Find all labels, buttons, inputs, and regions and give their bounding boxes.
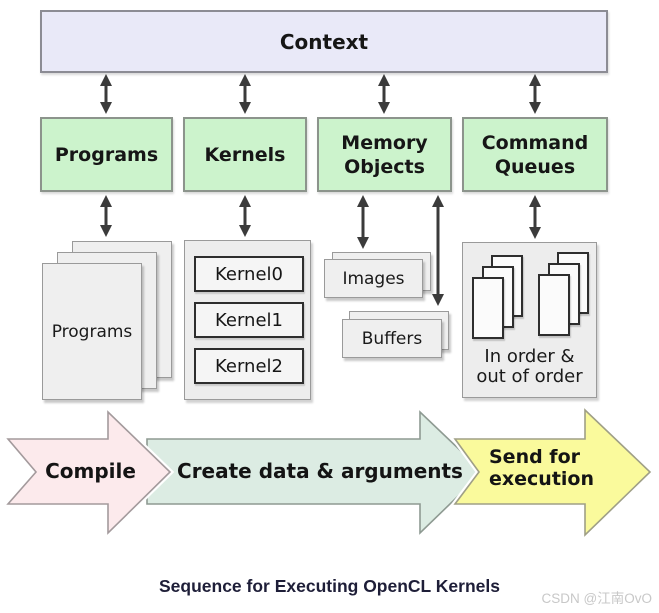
flow-label-create: Create data & arguments	[177, 459, 463, 483]
programs-stack-label: Programs	[51, 321, 133, 342]
diagram-caption: Sequence for Executing OpenCL Kernels	[158, 576, 500, 596]
entity-programs-label: Programs	[54, 143, 159, 166]
queue-card	[538, 274, 570, 336]
entity-memory-label: Memory Objects	[341, 131, 428, 178]
connector-context-kernels	[239, 74, 251, 114]
kernel1-item: Kernel1	[194, 302, 304, 338]
connector-programs-stack	[100, 195, 112, 237]
flow-label-compile: Compile	[45, 459, 136, 483]
watermark: CSDN @江南OvO	[541, 591, 652, 606]
entity-kernels-label: Kernels	[204, 143, 286, 166]
kernel2-label: Kernel2	[214, 355, 283, 377]
images-label: Images	[342, 268, 405, 289]
queue-order-line2: out of order	[476, 366, 583, 387]
entity-box-kernels: Kernels	[183, 117, 307, 192]
flow-label-send-line2: execution	[489, 468, 594, 490]
flow-label-send: Send for execution	[489, 446, 609, 490]
command-queues-panel: In order & out of order	[462, 242, 597, 398]
kernel1-label: Kernel1	[214, 309, 283, 331]
buffers-sheet-front: Buffers	[342, 319, 442, 358]
entity-command-label: Command Queues	[481, 131, 589, 178]
entity-box-memory-objects: Memory Objects	[317, 117, 452, 192]
context-label: Context	[279, 29, 369, 54]
entity-box-command-queues: Command Queues	[462, 117, 608, 192]
connector-kernels-list	[239, 195, 251, 237]
entity-box-programs: Programs	[40, 117, 173, 192]
connector-context-command	[529, 74, 541, 114]
images-sheet-front: Images	[324, 259, 423, 298]
buffers-label: Buffers	[361, 328, 423, 349]
connector-memory-images	[357, 195, 369, 249]
flow-label-send-line1: Send for	[489, 446, 581, 468]
kernel0-label: Kernel0	[214, 263, 283, 285]
kernel0-item: Kernel0	[194, 256, 304, 292]
programs-sheet-front: Programs	[42, 263, 142, 400]
kernel2-item: Kernel2	[194, 348, 304, 384]
queue-order-caption: In order & out of order	[463, 347, 596, 387]
kernels-panel: Kernel0 Kernel1 Kernel2	[184, 240, 311, 400]
connector-context-programs	[100, 74, 112, 114]
queue-order-line1: In order &	[484, 346, 575, 367]
connector-context-memory	[378, 74, 390, 114]
context-box: Context	[40, 10, 608, 73]
connector-command-queues	[529, 195, 541, 239]
connector-memory-buffers	[432, 195, 444, 306]
queue-card	[472, 277, 504, 339]
